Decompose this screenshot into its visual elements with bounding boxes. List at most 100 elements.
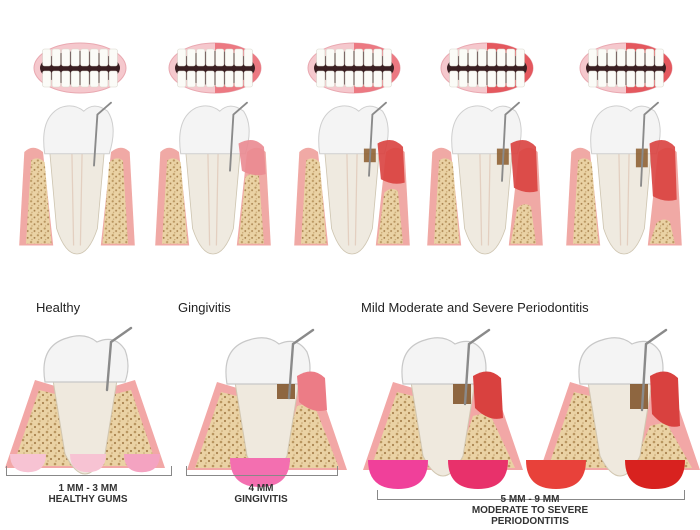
tooth-root	[457, 151, 513, 255]
bone-right	[238, 173, 264, 244]
inflamed-gum	[650, 371, 680, 427]
mouth-view-4	[440, 42, 534, 94]
upper-tooth	[496, 48, 506, 67]
upper-tooth	[506, 48, 516, 67]
lower-tooth	[177, 70, 187, 88]
bone-left	[25, 158, 52, 244]
lower-tooth	[449, 70, 459, 88]
gum-color-swatch-3	[124, 454, 160, 473]
upper-tooth	[477, 48, 487, 67]
lower-tooth	[468, 70, 478, 88]
mouth-view-1	[33, 42, 127, 94]
bottom-cross-section-3	[363, 328, 523, 477]
mouth-view-5	[579, 42, 673, 94]
tooth-crown	[179, 105, 250, 155]
lower-tooth	[645, 70, 655, 88]
upper-tooth	[234, 48, 244, 67]
upper-tooth	[215, 48, 225, 67]
caption-healthy-range: 1 MM - 3 MM	[58, 483, 118, 494]
lower-tooth	[234, 70, 244, 88]
stage-label-periodontitis: Mild Moderate and Severe Periodontitis	[361, 300, 589, 315]
gum-color-swatch-6	[448, 460, 508, 489]
bone-right	[377, 188, 403, 244]
lower-tooth	[80, 70, 90, 88]
bone-right	[455, 412, 515, 468]
lower-tooth	[515, 70, 525, 88]
root-canal	[207, 151, 219, 246]
upper-tooth	[108, 48, 118, 67]
upper-tooth	[645, 48, 655, 67]
tooth-crown	[225, 337, 311, 385]
upper-tooth	[588, 48, 598, 67]
bone-right	[649, 219, 675, 244]
bone-right	[632, 422, 692, 468]
lower-tooth	[316, 70, 326, 88]
lower-tooth	[496, 70, 506, 88]
inflamed-gum	[297, 371, 327, 411]
bone-right	[279, 402, 339, 468]
bone-left	[434, 158, 460, 244]
inflamed-gum	[473, 371, 503, 419]
upper-tooth	[607, 48, 617, 67]
inflamed-gum	[377, 139, 405, 184]
lower-tooth	[626, 70, 636, 88]
lower-tooth	[616, 70, 626, 88]
lower-tooth	[89, 70, 99, 88]
lower-tooth	[243, 70, 253, 88]
upper-tooth	[344, 48, 354, 67]
upper-tooth	[51, 48, 61, 67]
upper-tooth	[335, 48, 345, 67]
upper-tooth	[243, 48, 253, 67]
lower-tooth	[487, 70, 497, 88]
upper-tooth	[61, 48, 71, 67]
lower-tooth	[382, 70, 392, 88]
upper-tooth	[449, 48, 459, 67]
caption-periodontitis: 5 MM - 9 MM MODERATE TO SEVERE PERIODONT…	[430, 494, 630, 527]
gum-color-swatch-8	[625, 460, 685, 489]
dental-probe	[287, 328, 315, 400]
lower-tooth	[354, 70, 364, 88]
lower-tooth	[597, 70, 607, 88]
tooth-root	[324, 151, 380, 255]
dental-probe	[93, 101, 112, 167]
lower-tooth	[363, 70, 373, 88]
gum-color-swatch-5	[368, 460, 428, 489]
upper-tooth	[363, 48, 373, 67]
bracket-periodontitis	[377, 490, 685, 500]
gum-color-swatch-2	[70, 454, 106, 473]
caption-gingivitis-title: GINGIVITIS	[234, 494, 288, 505]
inflamed-gum	[649, 139, 677, 201]
upper-tooth	[42, 48, 52, 67]
lower-tooth	[477, 70, 487, 88]
upper-tooth	[196, 48, 206, 67]
upper-tooth	[354, 48, 364, 67]
tartar-deposit	[277, 384, 295, 399]
upper-tooth	[626, 48, 636, 67]
lower-tooth	[108, 70, 118, 88]
upper-tooth	[468, 48, 478, 67]
root-canal	[71, 151, 83, 246]
lower-tooth	[344, 70, 354, 88]
lower-tooth	[51, 70, 61, 88]
upper-tooth	[635, 48, 645, 67]
top-cross-section-3	[294, 101, 410, 255]
dental-probe	[463, 328, 491, 406]
dental-probe	[368, 101, 387, 177]
caption-periodontitis-title1: MODERATE TO SEVERE	[471, 505, 589, 516]
lower-tooth	[373, 70, 383, 88]
bone-right	[510, 204, 536, 244]
caption-periodontitis-title2: PERIODONTITIS	[491, 516, 569, 527]
caption-periodontitis-range: 5 MM - 9 MM	[500, 494, 560, 505]
dental-probe	[501, 101, 520, 182]
root-canal	[346, 151, 358, 246]
upper-tooth	[382, 48, 392, 67]
lower-tooth	[205, 70, 215, 88]
bone-left	[301, 158, 327, 244]
lower-tooth	[635, 70, 645, 88]
upper-tooth	[224, 48, 234, 67]
upper-tooth	[316, 48, 326, 67]
top-cross-section-1	[19, 101, 135, 255]
root-canal	[479, 151, 491, 246]
